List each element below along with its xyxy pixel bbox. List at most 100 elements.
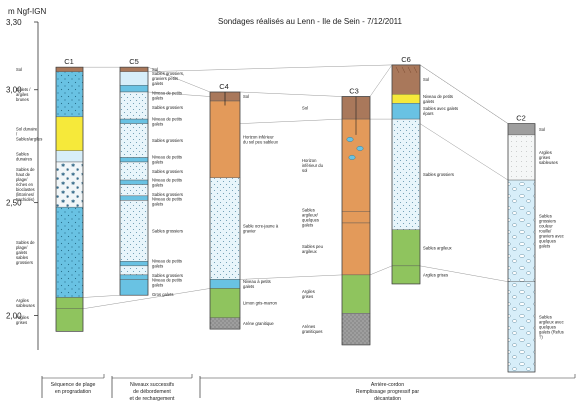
sequence-label: en progradation xyxy=(55,389,91,395)
core-layer xyxy=(209,100,241,179)
core-layer xyxy=(507,179,536,282)
core-layer xyxy=(119,157,149,163)
correlation-line xyxy=(419,123,509,181)
layer-label: SolSol xyxy=(423,77,429,82)
core-layer xyxy=(55,150,84,163)
core-layer xyxy=(507,134,536,181)
layer-label: Sables grossiers couleur rouille/ gravie… xyxy=(539,213,564,248)
core-id-label: C6 xyxy=(401,55,411,64)
core-id-label: C1 xyxy=(64,57,74,66)
axis-tick-label: 2,50 xyxy=(6,199,22,208)
sequence-label: Niveaux successifs xyxy=(130,382,175,388)
core-layer xyxy=(55,297,84,309)
correlation-line xyxy=(147,91,211,97)
cores-group: C1SolSolGalets / argiles brunesGalets /a… xyxy=(16,55,564,373)
core-layer xyxy=(119,161,149,181)
layer-label: SolSol xyxy=(302,105,308,110)
core-id-label: C3 xyxy=(349,87,359,96)
core-layer xyxy=(119,184,149,197)
core-layer xyxy=(119,66,149,72)
core-layer xyxy=(341,274,371,314)
sequence-label: Remplissage progressif par xyxy=(356,389,419,395)
core-layer xyxy=(119,118,149,124)
core-layer xyxy=(119,71,149,86)
core-layer xyxy=(209,288,241,319)
correlation-line xyxy=(369,64,393,97)
layer-label: Argiles grisesArgiles grises xyxy=(423,272,448,277)
core-layer xyxy=(119,274,149,280)
core-layer xyxy=(341,313,371,346)
layer-label: SolSol xyxy=(539,127,545,132)
layer-label: Sables de haut de plage/ riches en biocl… xyxy=(16,167,35,202)
sequence-label: de débordement xyxy=(133,389,171,395)
core-layer xyxy=(55,206,84,298)
core-layer xyxy=(55,161,84,208)
core-layer xyxy=(391,265,421,285)
core-layer xyxy=(391,94,421,104)
core-layer xyxy=(119,195,149,201)
core-layer xyxy=(391,229,421,267)
core-layer xyxy=(55,308,84,332)
core-layer xyxy=(119,279,149,296)
core-layer xyxy=(209,279,241,289)
core-layer xyxy=(119,85,149,93)
core-c5: C5SolSolSables grossiers, graviers petit… xyxy=(119,57,184,297)
layer-label: SolSol xyxy=(243,94,249,99)
correlation-line xyxy=(82,294,121,298)
correlation-lines xyxy=(82,64,509,310)
core-layer xyxy=(55,71,84,118)
layer-label: SolSol xyxy=(152,67,158,72)
sequence-label: et de rechargement xyxy=(130,396,176,401)
core-layer xyxy=(119,123,149,158)
layer-label: Sables argileux avec quelques galets (Re… xyxy=(539,314,564,339)
core-id-label: C5 xyxy=(129,57,139,66)
elevation-axis: m Ngf-IGN 3,303,002,502,00 xyxy=(6,7,46,350)
layer-label: Arène granitiqueArène granitique xyxy=(243,321,274,326)
core-layer xyxy=(119,179,149,185)
correlation-line xyxy=(369,265,393,276)
layer-label: Sable ocre-jaune à gravierSable ocre-jau… xyxy=(243,224,279,234)
core-layer xyxy=(341,211,371,224)
core-layer xyxy=(507,281,536,373)
core-layer xyxy=(119,91,149,120)
layer-label: Sol dunaire / Sables/argilesSol dunaire/… xyxy=(16,126,42,141)
diagram-title: Sondages réalisés au Lenn - Ile de Sein … xyxy=(218,17,403,26)
axis-label: m Ngf-IGN xyxy=(8,7,46,16)
core-layer xyxy=(209,177,241,280)
core-layer xyxy=(391,103,421,120)
core-layer xyxy=(119,261,149,267)
core-layer xyxy=(507,123,536,136)
core-id-label: C4 xyxy=(219,82,229,91)
axis-tick-label: 3,00 xyxy=(6,86,22,95)
core-layer xyxy=(341,222,371,276)
layer-label: Sables de plage/ galets sables grossiers… xyxy=(16,240,35,265)
correlation-line xyxy=(147,64,393,72)
correlation-line xyxy=(419,265,509,282)
layer-label: Limon gris-marronLimon gris-marron xyxy=(243,301,278,306)
core-layer xyxy=(119,200,149,262)
